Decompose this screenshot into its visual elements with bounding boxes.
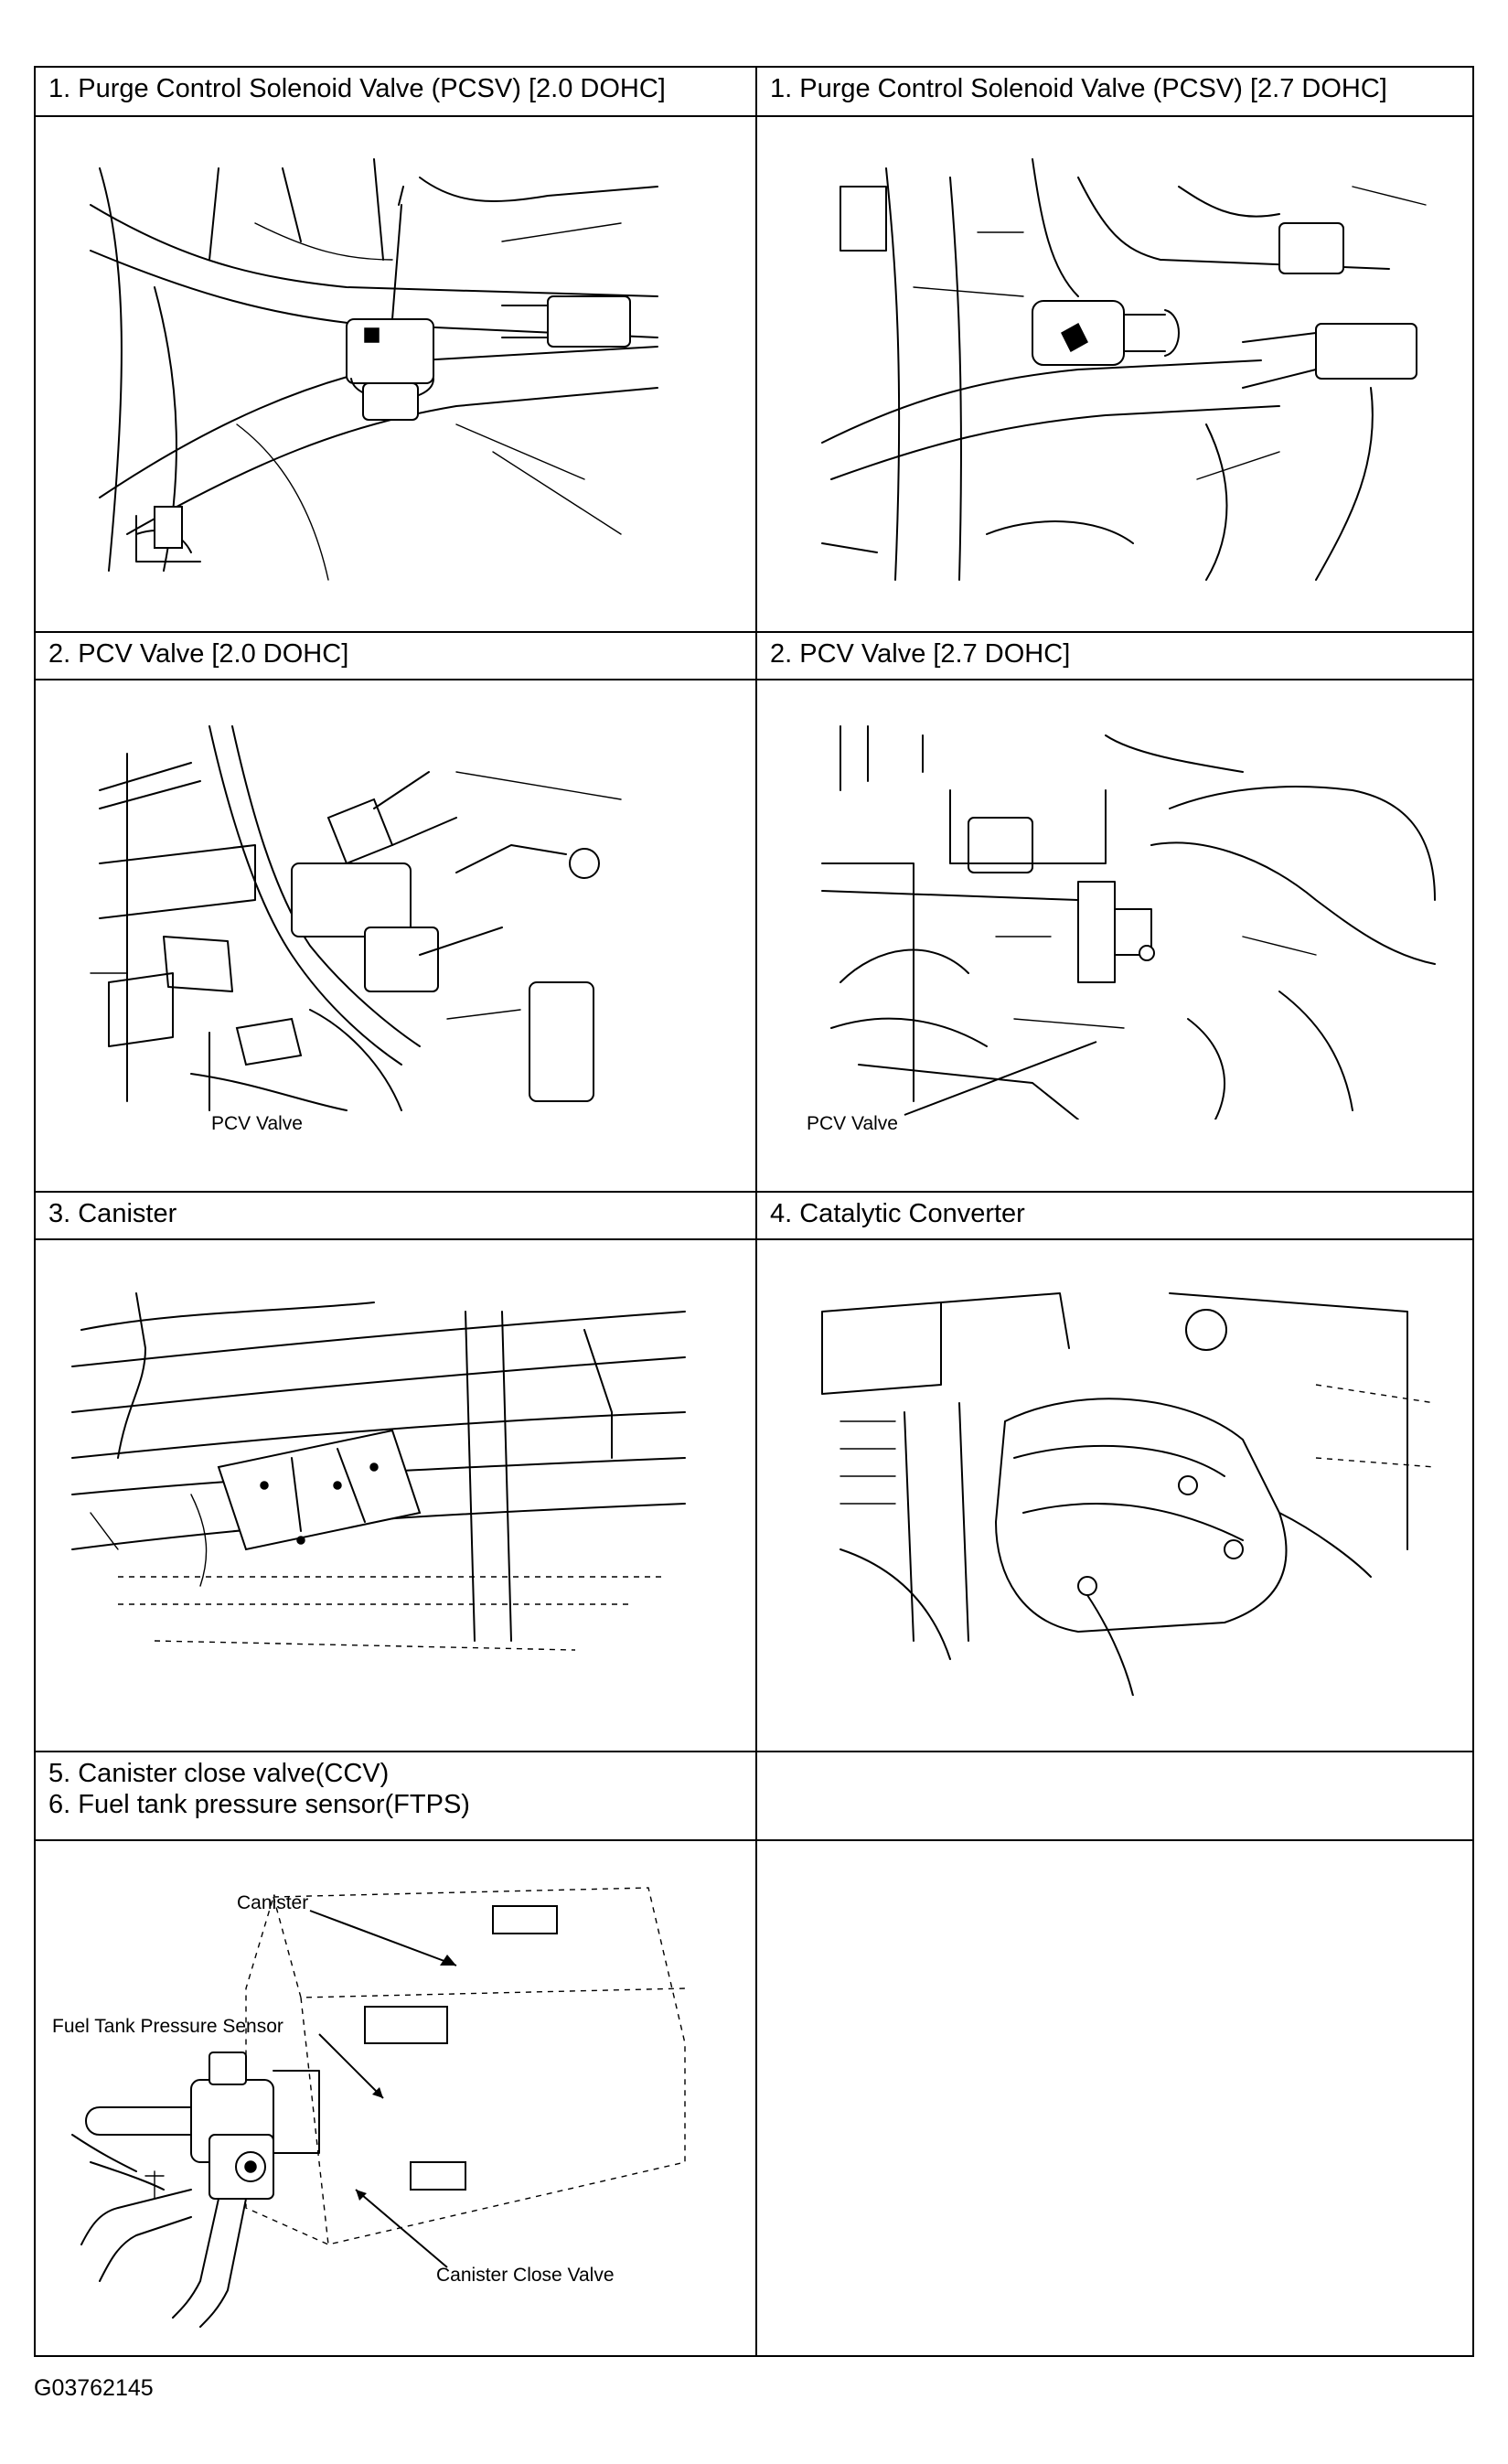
ccv-ftps-illustration xyxy=(63,1860,703,2336)
panel-header-pcv-27: 2. PCV Valve [2.7 DOHC] xyxy=(770,639,1071,669)
panel-header-pcsv-27: 1. Purge Control Solenoid Valve (PCSV) [… xyxy=(770,74,1387,103)
pcsv-20-illustration xyxy=(72,150,676,589)
panel-header-pcsv-20: 1. Purge Control Solenoid Valve (PCSV) [… xyxy=(48,74,666,103)
header-line-ftps: 6. Fuel tank pressure sensor(FTPS) xyxy=(48,1790,470,1819)
catalytic-converter-illustration xyxy=(804,1275,1444,1696)
row-divider xyxy=(36,631,1472,633)
panel-header-empty xyxy=(757,1752,1472,1763)
pcv-valve-leader-line xyxy=(904,1041,1097,1116)
canister-callout: Canister xyxy=(237,1892,309,1913)
row-divider xyxy=(36,1751,1472,1752)
row-divider xyxy=(36,1238,1472,1240)
row-divider xyxy=(36,1191,1472,1193)
ftps-callout: Fuel Tank Pressure Sensor xyxy=(52,2016,283,2037)
column-divider xyxy=(755,68,757,2355)
header-line-ccv: 5. Canister close valve(CCV) xyxy=(48,1759,390,1788)
panel-header-ccv-ftps: 5. Canister close valve(CCV) 6. Fuel tan… xyxy=(36,1752,755,1826)
canister-illustration xyxy=(63,1275,694,1696)
figure-id: G03762145 xyxy=(34,2375,154,2401)
row-divider xyxy=(36,115,1472,117)
pcv-valve-callout: PCV Valve xyxy=(807,1113,898,1134)
panel-header-catalytic-converter: 4. Catalytic Converter xyxy=(770,1199,1025,1228)
canister-leader-arrow xyxy=(309,1910,457,1966)
panel-header-canister: 3. Canister xyxy=(48,1199,177,1228)
row-divider xyxy=(36,1839,1472,1841)
ftps-leader-arrow xyxy=(318,2033,384,2099)
pcv-20-illustration xyxy=(72,717,676,1120)
panel-header-pcv-20: 2. PCV Valve [2.0 DOHC] xyxy=(48,639,349,669)
pcsv-27-illustration xyxy=(804,150,1444,589)
pcv-valve-callout: PCV Valve xyxy=(211,1113,303,1134)
row-divider xyxy=(36,679,1472,680)
component-location-table: 1. Purge Control Solenoid Valve (PCSV) [… xyxy=(34,66,1474,2357)
pcv-27-illustration xyxy=(804,717,1444,1120)
ccv-leader-arrow xyxy=(355,2189,448,2268)
ccv-callout: Canister Close Valve xyxy=(436,2265,615,2286)
